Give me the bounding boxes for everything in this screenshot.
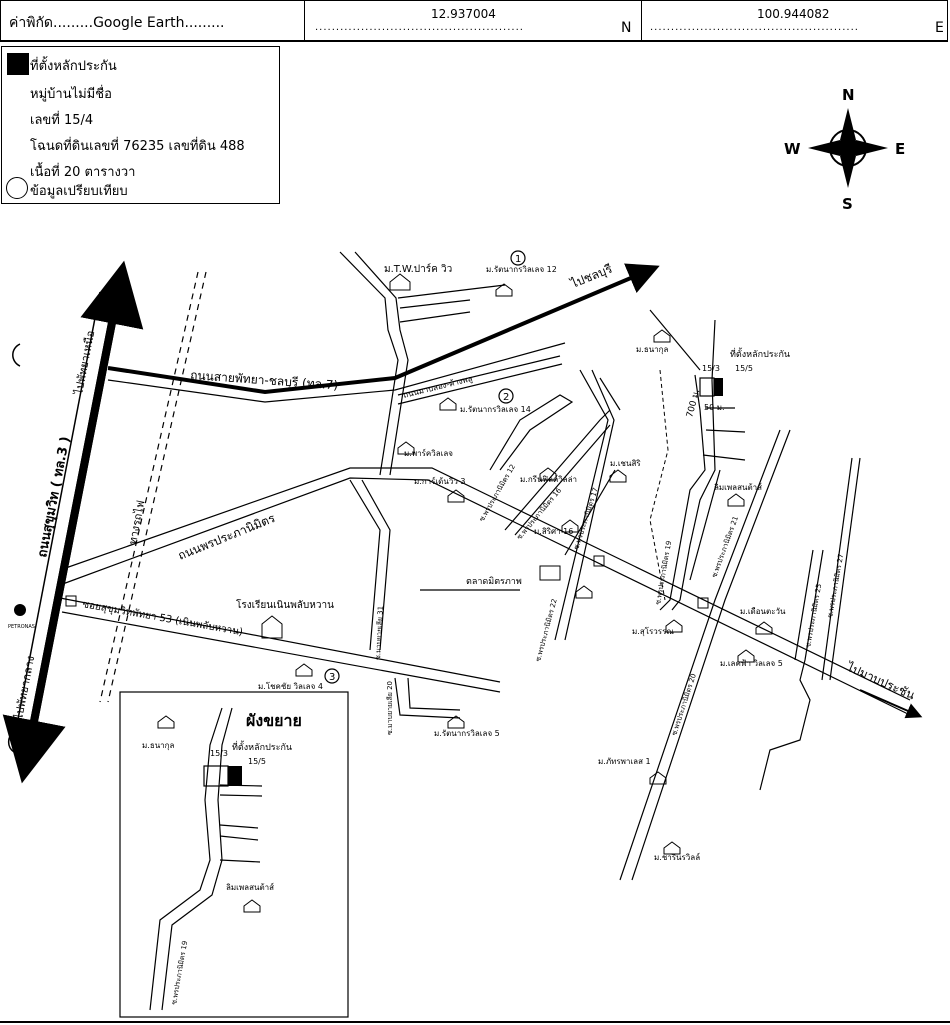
- inset-collateral-label: ที่ตั้งหลักประกัน: [232, 740, 292, 753]
- minor-roads: [339, 251, 861, 881]
- comparison-number-3: 3: [329, 672, 335, 683]
- store-icon-2: [697, 597, 709, 609]
- store-icon-1: [593, 555, 605, 567]
- inset-title: ผังขยาย: [246, 711, 302, 730]
- pavilion-label: ม.พาร์ควิลเลจ: [404, 448, 453, 458]
- limphet-label: ลิมเพลสนต้าส์: [714, 482, 762, 492]
- store-icon-3: [65, 595, 77, 607]
- comparison-marker-2: [498, 388, 514, 404]
- inset-tanakul-label: ม.ธนากุล: [142, 741, 175, 750]
- school-label: โรงเรียนเนินพลับหวาน: [236, 598, 334, 611]
- soi-mabyailia20-label: ซ.มาบยายเลีย 20: [386, 681, 394, 735]
- collateral-main-label: ที่ตั้งหลักประกัน: [730, 347, 790, 360]
- to-north-pattaya-label: ไปพัทยาเหนือ: [72, 330, 97, 397]
- inset-roads: [149, 707, 263, 1011]
- to-mabprachan-label: ไปมาบประชัน: [844, 660, 917, 703]
- comparison-marker-3: [324, 668, 340, 684]
- longitude-unit: E: [935, 20, 944, 36]
- lamphu5-label: ม.เลคฟ้า วิลเลจ 5: [720, 659, 783, 668]
- compass-rose-icon: N S E W: [784, 86, 905, 213]
- railway-line: [99, 271, 207, 703]
- saraswan-label: ม.สุโรวรรณ: [632, 626, 674, 636]
- coordinate-label-cell: ค่าพิกัด.........Google Earth.........: [1, 1, 305, 41]
- longitude-value: 100.944082: [757, 7, 830, 21]
- inset-limphet-label: ลิมเพลสนต้าส์: [226, 882, 274, 892]
- petronas-label: PETRONAS: [8, 624, 35, 630]
- longitude-cell: 100.944082 .............................…: [642, 1, 947, 41]
- collateral-marker-icon: [7, 53, 29, 75]
- petronas-icon: [14, 604, 26, 616]
- soi22-label: ซ.พรประภานิมิตร 22: [534, 598, 558, 663]
- soi17-label: ซ.พรประภานิมิตร 17: [572, 487, 600, 551]
- compass-e: E: [895, 140, 905, 158]
- comparison-number-2: 2: [503, 392, 509, 403]
- compass-w: W: [784, 140, 801, 158]
- compass-s: S: [842, 195, 853, 213]
- coordinate-label: ค่าพิกัด.........Google Earth.........: [9, 15, 225, 31]
- legend-comparison: ข้อมูลเปรียบเทียบ: [30, 184, 128, 199]
- latitude-dots: ........................................…: [315, 22, 524, 33]
- soi-mabyailia31-label: ซ.มาบยายเลีย 31: [374, 606, 385, 660]
- pattaya-chonburi-label: ถนนสายพัทยา-ชลบุรี (ทล.7): [190, 368, 339, 393]
- legend-title: ที่ตั้งหลักประกัน: [30, 59, 117, 74]
- rattanakorn14-label: ม.รัตนากรวิลเลจ 14: [460, 405, 531, 414]
- comparison-circle-icon: [6, 177, 28, 199]
- latitude-unit: N: [621, 20, 632, 36]
- legend-area: เนื้อที่ 20 ตารางวา: [30, 165, 136, 180]
- greenfield-label: ม.กรีนฟิลด์วิลล่า: [520, 474, 577, 484]
- collateral-marker-main: [714, 378, 723, 396]
- inset-lot-15-5: 15/5: [248, 757, 266, 766]
- inset-lot-15-3: 15/3: [210, 749, 228, 758]
- daungdee-label: ม.เดือนตะวัน: [740, 607, 786, 616]
- legend-deed: โฉนดที่ดินเลขที่ 76235 เลขที่ดิน 488: [30, 139, 245, 154]
- lot-15-3-label: 15/3: [702, 364, 720, 373]
- soi20-label: ซ.พรประภานิมิตร 20: [670, 673, 698, 737]
- compass-n: N: [842, 86, 855, 104]
- tanakul-label: ม.ธนากุล: [636, 345, 669, 354]
- longitude-dots: ........................................…: [650, 22, 859, 33]
- charinwong-label: ม.ชารินรวิลล์: [654, 852, 700, 862]
- legend-village: หมู่บ้านไม่มีชื่อ: [30, 87, 112, 102]
- soi53-road: [59, 597, 501, 693]
- comparison-number-1: 1: [515, 254, 521, 265]
- garden3-label: ม.การ์เด้นวิว 3: [414, 476, 465, 486]
- sukhumvit-road: [2, 260, 144, 784]
- mtw-park-label: ม.T.W.ปาร์ค วิว: [384, 263, 452, 275]
- railway-label: ทางรถไฟ: [126, 499, 147, 545]
- soi25-label: ซ.พรประภานิมิตร 25: [804, 583, 823, 648]
- chanasit-label: ม.เชนสิริ: [610, 459, 641, 468]
- market-label: ตลาดมิตรภาพ: [466, 576, 522, 587]
- comparison-marker-1: [510, 250, 526, 266]
- collateral-marker-inset: [228, 766, 242, 786]
- soi53-label: ซอยสุขุมวิทพัทยา 53 (เนินพลับหวาน): [81, 599, 243, 638]
- latitude-cell: 12.937004 ..............................…: [305, 1, 642, 41]
- coordinate-header: ค่าพิกัด.........Google Earth......... 1…: [0, 0, 948, 42]
- latitude-value: 12.937004: [431, 7, 496, 21]
- rattanakorn5-label: ม.รัตนากรวิลเลจ 5: [434, 729, 500, 738]
- lotus4-label: ม.โชคชัย วิลเลจ 4: [258, 681, 323, 691]
- pattaya-chonburi-road: [107, 263, 660, 395]
- inset-box: [119, 691, 349, 1018]
- mabsong-road: [397, 355, 563, 405]
- legend-box: ที่ตั้งหลักประกัน หมู่บ้านไม่มีชื่อ เลขท…: [1, 46, 280, 204]
- legend-address: เลขที่ 15/4: [30, 113, 94, 128]
- distance-50-label: 50 ม.: [704, 403, 725, 412]
- house-icons: [261, 273, 773, 855]
- sirisa16-label: ม.สิริศา 16: [534, 527, 573, 536]
- patthanalert1-label: ม.ภัทรพาเลส 1: [598, 757, 651, 766]
- lot-15-5-label: 15/5: [735, 364, 753, 373]
- rattanakorn12-label: ม.รัตนากรวิลเลจ 12: [486, 265, 557, 274]
